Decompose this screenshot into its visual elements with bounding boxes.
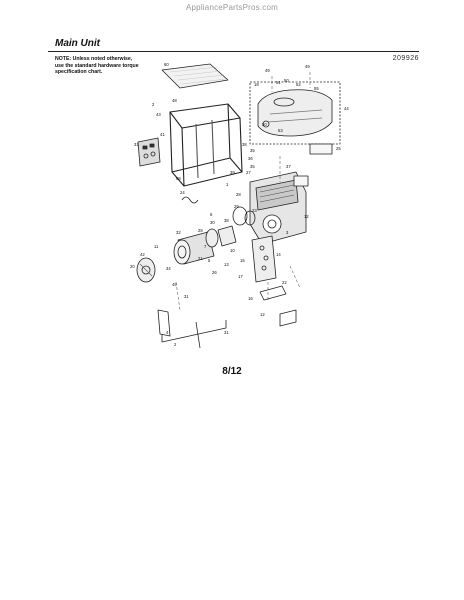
callout-42: 17 (238, 274, 243, 279)
callout-19: 31 (134, 142, 139, 147)
callout-54: 31 (184, 294, 189, 299)
fuel-gauge-label (309, 143, 333, 155)
alternator (173, 225, 237, 265)
callout-56: 2 (174, 342, 177, 347)
callout-28: 29 (234, 204, 239, 209)
leg-kit (157, 309, 227, 349)
ring-part (232, 206, 248, 226)
callout-49: 34 (166, 266, 171, 271)
callout-29: 12 (304, 214, 309, 219)
callout-20: 68 (176, 176, 181, 181)
note-line-2: use the standard hardware torque (55, 62, 139, 69)
ring-part-2 (244, 210, 256, 226)
callout-32: 38 (224, 218, 229, 223)
callout-50: 22 (282, 280, 287, 285)
end-cover (136, 257, 156, 283)
callout-21: 39 (230, 170, 235, 175)
callout-41: 32 (176, 230, 181, 235)
frame (169, 103, 243, 187)
cover-plate (161, 63, 229, 89)
callout-16: 35 (250, 148, 255, 153)
callout-24: 24 (180, 190, 185, 195)
callout-33: 23 (252, 208, 257, 213)
watermark: AppliancePartsPros.com (186, 3, 278, 12)
callout-40: 14 (276, 252, 281, 257)
callout-18: 35 (250, 164, 255, 169)
callout-0: 60 (164, 62, 169, 67)
outlet-panel (251, 235, 277, 283)
callout-22: 41 (160, 132, 165, 137)
callout-55: 4 (166, 330, 169, 335)
control-panel (137, 137, 161, 167)
callout-4: 51 (276, 80, 281, 85)
header-rule (48, 51, 419, 52)
callout-37: 15 (240, 258, 245, 263)
section-title: Main Unit (55, 38, 100, 49)
callout-46: 21 (198, 256, 203, 261)
callout-53: 49 (172, 282, 177, 287)
callout-7: 55 (314, 86, 319, 91)
callout-30: 3 (286, 230, 289, 235)
callout-51: 16 (248, 296, 253, 301)
callout-47: 42 (140, 252, 145, 257)
callout-26: 28 (236, 192, 241, 197)
callout-43: 11 (154, 244, 159, 249)
callout-25: 27 (246, 170, 251, 175)
callout-44: 13 (224, 262, 229, 267)
callout-13: 48 (172, 98, 177, 103)
callout-35: 28 (198, 228, 203, 233)
spring-part (181, 196, 199, 204)
callout-57: 31 (224, 330, 229, 335)
callout-11: 2 (152, 102, 155, 107)
callout-17: 36 (248, 156, 253, 161)
engine (249, 171, 309, 245)
torque-note: NOTE: Unless noted otherwise, use the st… (55, 56, 165, 76)
callout-5: 50 (284, 78, 289, 83)
callout-8: 44 (344, 106, 349, 111)
callout-39: 5 (208, 258, 211, 263)
callout-52: 12 (260, 312, 265, 317)
document-id: 209926 (392, 55, 419, 62)
note-line-3: specification chart. (55, 69, 103, 76)
note-line-1: NOTE: Unless noted otherwise, (55, 56, 133, 62)
callout-1: 49 (265, 68, 270, 73)
callout-34: 30 (210, 220, 215, 225)
callout-3: 18 (254, 82, 259, 87)
callout-27: 37 (286, 164, 291, 169)
callout-38: 10 (230, 248, 235, 253)
callout-6: 52 (296, 82, 301, 87)
callout-36: 7 (204, 244, 207, 249)
callout-45: 26 (212, 270, 217, 275)
fuel-tank (249, 81, 341, 145)
callout-15: 25 (336, 146, 341, 151)
callout-10: 53 (278, 128, 283, 133)
callout-31: 6 (210, 212, 213, 217)
page-number: 8/12 (222, 366, 242, 377)
callout-2: 49 (305, 64, 310, 69)
callout-23: 1 (226, 182, 229, 187)
callout-14: 38 (242, 142, 247, 147)
callout-9: 50 (262, 122, 267, 127)
callout-12: 43 (156, 112, 161, 117)
callout-48: 20 (130, 264, 135, 269)
support-bracket (259, 285, 297, 327)
